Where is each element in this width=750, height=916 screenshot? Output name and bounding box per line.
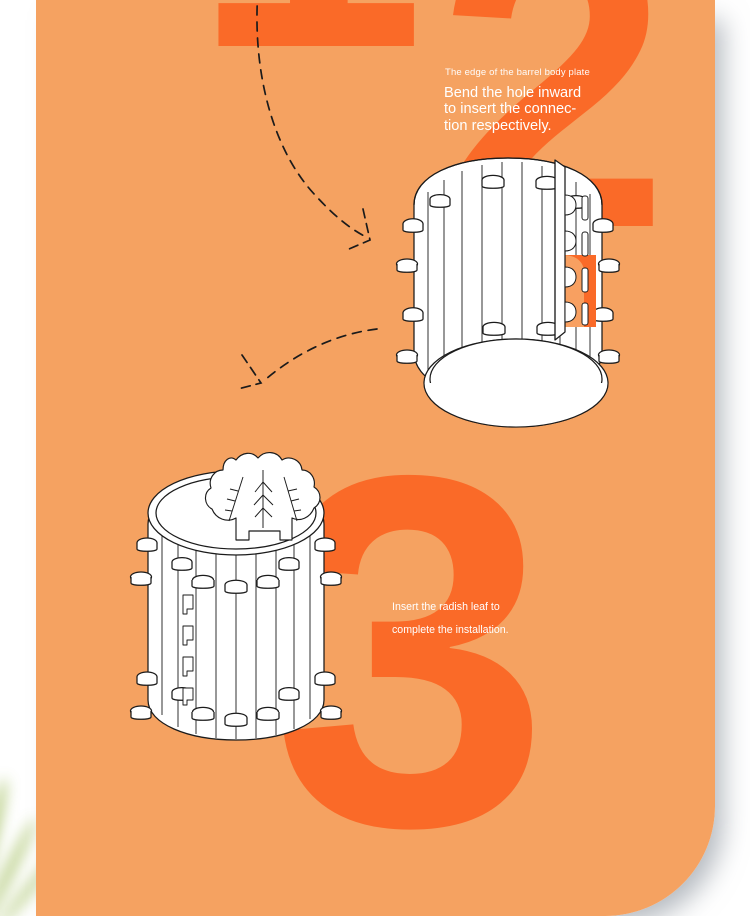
step2-instruction-line-1: Bend the hole inward: [444, 85, 582, 101]
instruction-panel: 1 2 3 The edge of the barrel body plate …: [36, 0, 715, 916]
step-number-1: 1: [192, 0, 426, 111]
barrel-2-left-tabs: [395, 218, 424, 364]
barrel-2-mid-pegs: [482, 321, 560, 336]
barrel-3-left-tabs: [129, 537, 158, 720]
arrow-top-head: [348, 208, 371, 250]
step3-instruction-line-1: Insert the radish leaf to: [392, 601, 500, 613]
step2-caption: The edge of the barrel body plate: [445, 67, 590, 78]
step3-instruction-line-2: complete the installation.: [392, 623, 509, 636]
step-number-3: 3: [272, 371, 551, 916]
step2-instruction-line-2: to insert the connec-: [444, 101, 577, 118]
step3-instruction: Insert the radish leaf to complete the i…: [392, 596, 509, 642]
arrow-mid-head: [237, 354, 263, 390]
step2-instruction: Bend the hole inward to insert the conne…: [444, 85, 581, 134]
step2-instruction-line-3: tion respectively.: [444, 117, 552, 134]
